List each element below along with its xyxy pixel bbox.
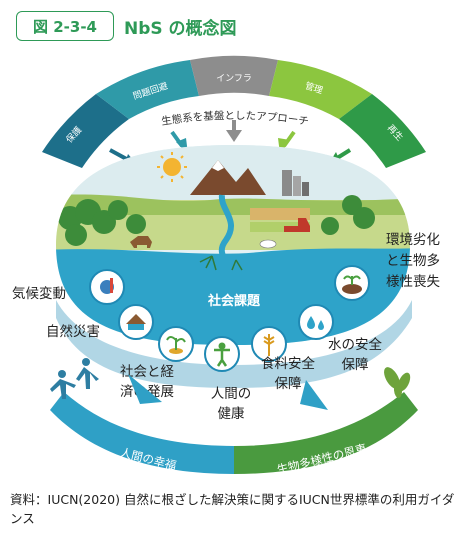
- animal-icon: [130, 236, 152, 248]
- source-note: 資料：IUCN(2020) 自然に根ざした解決策に関するIUCN世界標準の利用ガ…: [10, 490, 460, 528]
- source-text: IUCN(2020) 自然に根ざした解決策に関するIUCN世界標準の利用ガイダン…: [10, 492, 455, 526]
- cow-icon: [259, 239, 277, 249]
- outcome-band-right: [234, 392, 418, 474]
- arc-segment-protect: [42, 94, 129, 168]
- building-icon: [282, 170, 292, 196]
- issue-food-security-line1: 食料安全: [261, 355, 315, 372]
- tractor-icon: [284, 218, 310, 232]
- mountain-icon: [190, 160, 266, 195]
- issue-climate-change: 気候変動: [12, 285, 66, 302]
- outcome-arrow-right: [300, 380, 328, 410]
- landscape-scene: [56, 145, 410, 345]
- figure-number: 図 2-3-4: [16, 11, 114, 41]
- issue-water-security-line1: 水の安全: [328, 336, 382, 353]
- approach-arc: [42, 55, 426, 168]
- issue-food-security: 食料安全 保障: [261, 355, 315, 392]
- issue-food-security-line2: 保障: [275, 376, 302, 392]
- issue-natural-disaster: 自然災害: [46, 323, 100, 340]
- arc-segment-infra: [190, 55, 278, 96]
- arc-label-infra: インフラ: [216, 73, 252, 84]
- source-label: 資料：: [10, 492, 48, 507]
- lower-band: [56, 300, 412, 388]
- issue-human-health: 人間の 健康: [211, 386, 252, 422]
- issue-env-degradation-line1: 環境劣化: [386, 232, 440, 248]
- people-icon: [50, 358, 99, 399]
- approach-label: 生態系を基盤としたアプローチ: [160, 109, 309, 128]
- issue-water-security: 水の安全 保障: [328, 336, 382, 373]
- issue-env-degradation-line2: と生物多: [386, 252, 440, 269]
- outcome-arrow-left: [128, 374, 162, 404]
- center-label: 社会課題: [207, 293, 261, 309]
- water-drops-icon: [298, 304, 334, 340]
- arc-segment-manage: [269, 60, 372, 119]
- issue-water-security-line2: 保障: [342, 357, 369, 373]
- figure-title: NbS の概念図: [124, 19, 237, 39]
- issue-env-degradation-line3: 様性喪失: [386, 274, 440, 290]
- issue-human-health-line1: 人間の: [211, 386, 252, 402]
- outcome-band-left: [50, 392, 234, 474]
- issue-env-degradation: 環境劣化 と生物多 様性喪失: [386, 232, 440, 290]
- arc-segment-avoid: [96, 60, 199, 119]
- issue-icons: [89, 265, 370, 372]
- arrowhead-infra: [226, 130, 242, 142]
- forest-icon: [58, 199, 146, 246]
- issue-economic-dev-line1: 社会と経: [120, 364, 174, 380]
- issue-human-health-line2: 健康: [218, 405, 245, 422]
- arc-segment-restore: [339, 94, 426, 168]
- leaves-icon: [384, 367, 411, 398]
- sun-icon: [163, 158, 181, 176]
